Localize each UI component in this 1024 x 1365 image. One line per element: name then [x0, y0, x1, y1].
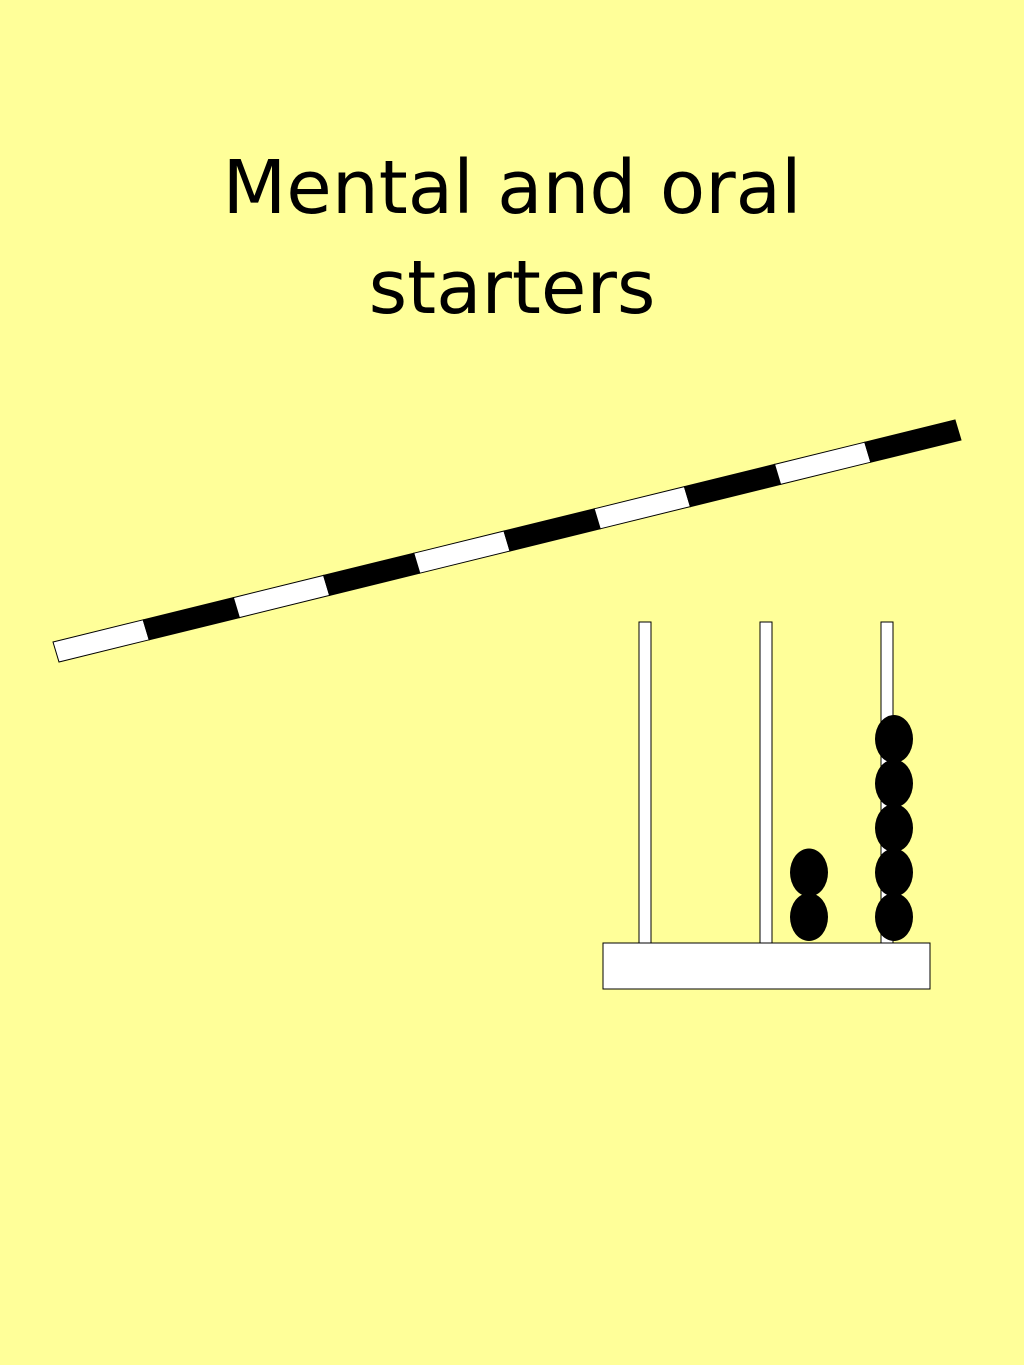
stick-segment-light: [773, 441, 872, 485]
title-line-2: starters: [368, 245, 656, 331]
abacus-rod: [759, 621, 773, 945]
abacus-bead: [875, 804, 913, 852]
abacus-base: [602, 942, 931, 990]
abacus-bead: [790, 848, 828, 897]
slide-title: Mental and oral starters: [0, 138, 1024, 338]
abacus: [602, 621, 931, 990]
title-line-1: Mental and oral: [222, 145, 802, 231]
abacus-bead: [875, 715, 913, 763]
abacus-bead: [875, 848, 913, 897]
stick-segment-dark: [142, 597, 241, 641]
stick-segment-dark: [503, 508, 601, 552]
abacus-rods: [638, 621, 894, 945]
stick-segment-light: [52, 619, 150, 663]
number-stick: [52, 419, 962, 663]
stick-segment-dark: [864, 419, 962, 463]
abacus-bead: [790, 893, 828, 941]
stick-segment-dark: [322, 552, 421, 596]
stick-segment-light: [593, 486, 692, 530]
abacus-bead: [875, 759, 913, 808]
stick-segment-light: [413, 530, 511, 574]
stick-segment-dark: [683, 463, 782, 508]
abacus-rod: [638, 621, 652, 945]
abacus-bead: [875, 893, 913, 941]
abacus-beads: [790, 715, 913, 941]
stick-segment-light: [232, 574, 331, 619]
